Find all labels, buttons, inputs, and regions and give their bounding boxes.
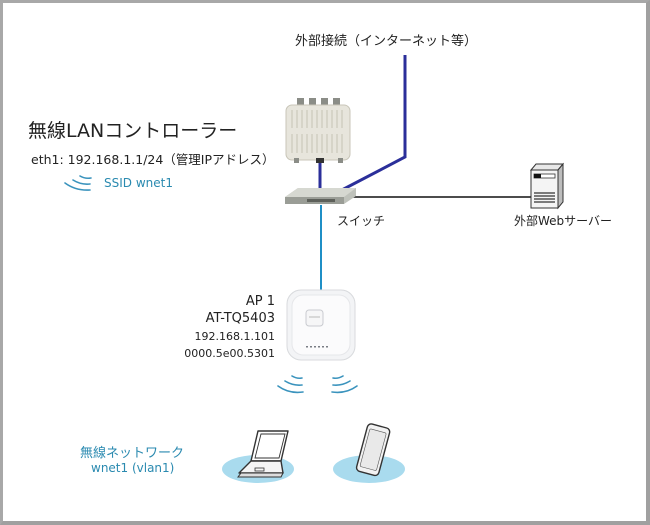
wireless-network-subtitle: wnet1 (vlan1) [91, 461, 175, 475]
web-server-icon [529, 162, 565, 210]
external-connection-label: 外部接続（インターネット等） [295, 34, 478, 49]
switch-label: スイッチ [337, 214, 386, 228]
ap-mac-label: 0000.5e00.5301 [184, 347, 275, 360]
wan-link-line [337, 55, 407, 194]
ssid-label: SSID wnet1 [104, 176, 173, 190]
smartphone-client-icon [333, 423, 405, 483]
access-point-icon [286, 289, 356, 361]
ap-wifi-left-icon [277, 375, 304, 394]
ap-model-label: AT-TQ5403 [205, 311, 275, 326]
controller-title: 無線LANコントローラー [28, 120, 238, 142]
ap-wifi-right-icon [331, 375, 358, 394]
laptop-client-icon [222, 430, 294, 483]
controller-device-icon [285, 98, 351, 163]
web-server-label: 外部Webサーバー [514, 214, 613, 228]
switch-icon [285, 188, 356, 204]
controller-ip-label: eth1: 192.168.1.1/24（管理IPアドレス） [31, 152, 275, 167]
wireless-network-title: 無線ネットワーク [80, 446, 185, 461]
ap-ip-label: 192.168.1.101 [194, 330, 275, 343]
ap-name-label: AP 1 [245, 294, 275, 309]
controller-wifi-icon [64, 175, 92, 191]
